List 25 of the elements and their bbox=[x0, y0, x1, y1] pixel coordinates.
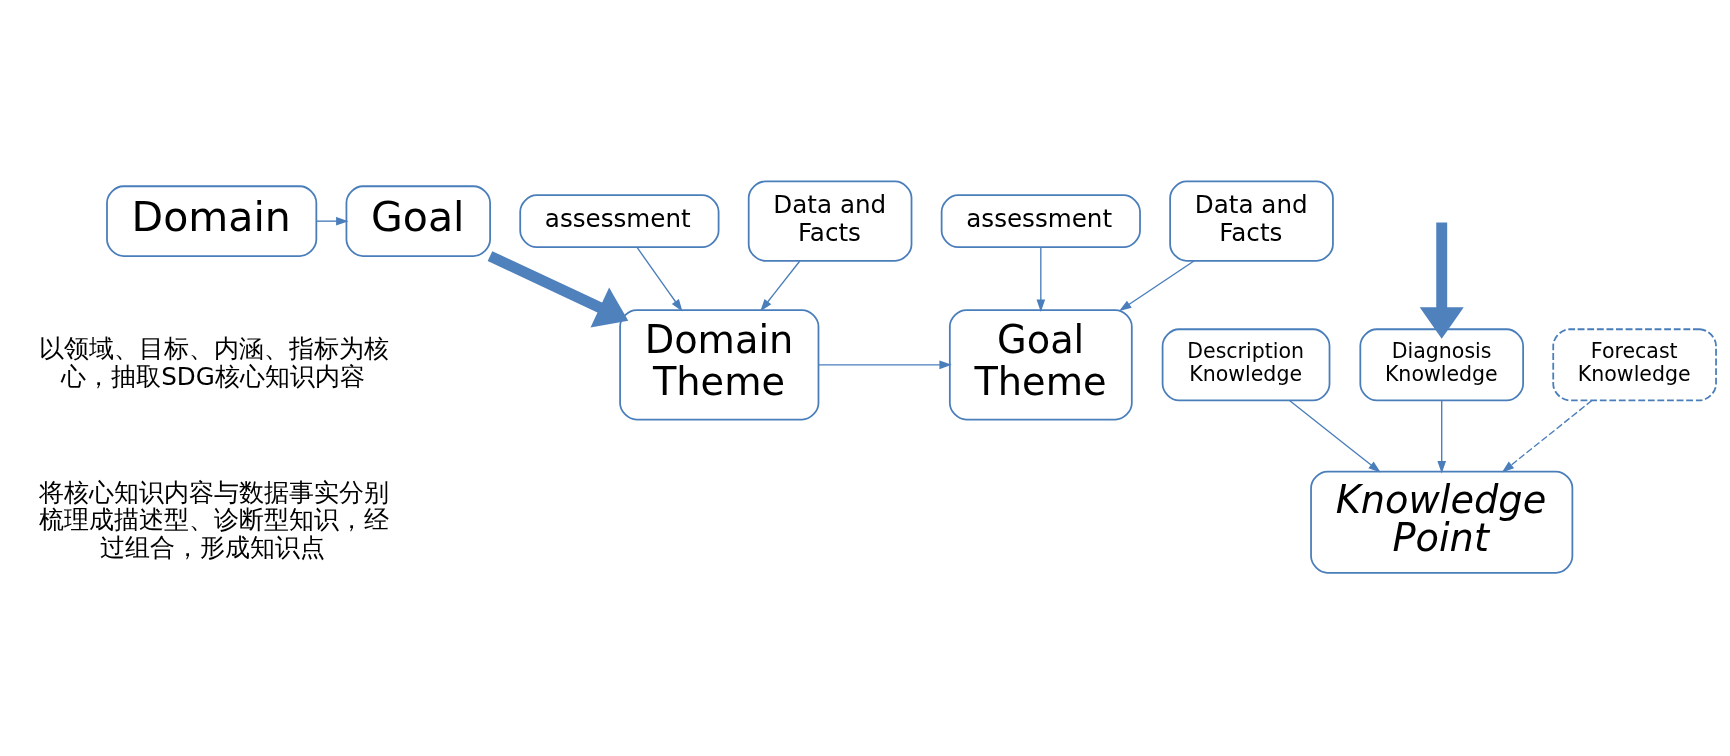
arrow bbox=[315, 216, 349, 225]
node-box: Diagnosis Knowledge bbox=[1359, 327, 1525, 401]
label: 以领域、目标、内涵、指标为核心，抽取SDG核心知识内容 bbox=[38, 333, 389, 391]
arrow bbox=[1501, 399, 1593, 473]
node-box: Data and Facts bbox=[747, 180, 913, 262]
arrow bbox=[1437, 399, 1447, 473]
node-box: Domain Theme bbox=[619, 308, 820, 420]
node-box: Forecast Knowledge bbox=[1552, 327, 1717, 401]
node-box: Goal bbox=[345, 184, 491, 257]
arrow bbox=[1288, 399, 1381, 473]
arrow bbox=[1036, 246, 1046, 312]
arrow bbox=[760, 259, 801, 311]
node-box: Data and Facts bbox=[1169, 180, 1334, 262]
node-box: Description Knowledge bbox=[1161, 327, 1331, 401]
arrow bbox=[1419, 222, 1464, 339]
arrow bbox=[636, 246, 683, 312]
arrow bbox=[487, 250, 629, 327]
arrow bbox=[817, 360, 952, 369]
node-box: assessment bbox=[519, 193, 720, 248]
node-box: Goal Theme bbox=[948, 308, 1133, 420]
node-box: Domain bbox=[106, 184, 318, 257]
node-box: assessment bbox=[940, 193, 1141, 248]
node-box: Knowledge Point bbox=[1310, 470, 1574, 574]
arrow bbox=[1119, 259, 1195, 311]
label: 将核心知识内容与数据事实分别梳理成描述型、诊断型知识，经过组合，形成知识点 bbox=[38, 477, 389, 562]
